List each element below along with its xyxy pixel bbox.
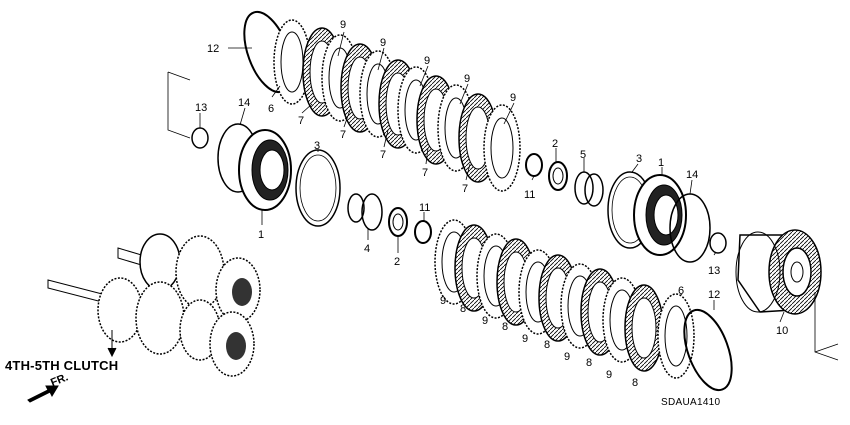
callout-11-right: 11 [524, 189, 535, 201]
callout-7-d: 7 [422, 167, 428, 179]
callout-12-lower: 12 [708, 289, 720, 301]
plate-stack-upper [302, 27, 521, 192]
callout-8-a: 8 [460, 303, 466, 315]
callout-numbers: 12 6 7 9 9 9 9 9 7 7 7 7 13 14 1 3 4 2 1… [195, 19, 788, 389]
clutch-drum [735, 229, 822, 315]
callout-2-left: 2 [394, 256, 400, 268]
callout-3-left: 3 [314, 140, 320, 152]
callout-13-left: 13 [195, 102, 207, 114]
callout-8-b: 8 [502, 321, 508, 333]
callout-7-a: 7 [298, 115, 304, 127]
callout-9-d: 9 [464, 73, 470, 85]
callout-6-lower: 6 [678, 285, 684, 297]
callout-1-left: 1 [258, 229, 264, 241]
front-arrow-icon [27, 385, 59, 403]
piston-assembly-right [607, 171, 727, 263]
callout-7-e: 7 [462, 183, 468, 195]
group-label: 4TH-5TH CLUTCH [5, 358, 119, 373]
callout-9-j: 9 [606, 369, 612, 381]
callout-8-d: 8 [586, 357, 592, 369]
callout-7-b: 7 [340, 129, 346, 141]
callout-10: 10 [776, 325, 788, 337]
callout-9-b: 9 [380, 37, 386, 49]
callout-9-g: 9 [482, 315, 488, 327]
plate-stack-lower [434, 219, 733, 392]
callout-11-left: 11 [419, 202, 430, 214]
callout-6-upper: 6 [268, 103, 274, 115]
callout-9-i: 9 [564, 351, 570, 363]
diagram-code: SDAUA1410 [661, 397, 721, 408]
callout-8-c: 8 [544, 339, 550, 351]
callout-13-right: 13 [708, 265, 720, 277]
callout-1-right: 1 [658, 157, 664, 169]
callout-5: 5 [580, 149, 586, 161]
upper-clutch-pack [243, 10, 521, 192]
callout-9-a: 9 [340, 19, 346, 31]
callout-3-right: 3 [636, 153, 642, 165]
callout-14-right: 14 [686, 169, 698, 181]
piston-assembly-left [191, 123, 341, 227]
callout-4: 4 [364, 243, 370, 255]
callout-14-left: 14 [238, 97, 250, 109]
callout-12-upper: 12 [207, 43, 219, 55]
callout-2-right: 2 [552, 138, 558, 150]
callout-9-f: 9 [440, 295, 446, 307]
callout-7-c: 7 [380, 149, 386, 161]
callout-9-h: 9 [522, 333, 528, 345]
callout-8-e: 8 [632, 377, 638, 389]
callout-9-c: 9 [424, 55, 430, 67]
shaft-assembly [47, 233, 261, 377]
callout-9-e: 9 [510, 92, 516, 104]
leader-lines [199, 31, 785, 323]
